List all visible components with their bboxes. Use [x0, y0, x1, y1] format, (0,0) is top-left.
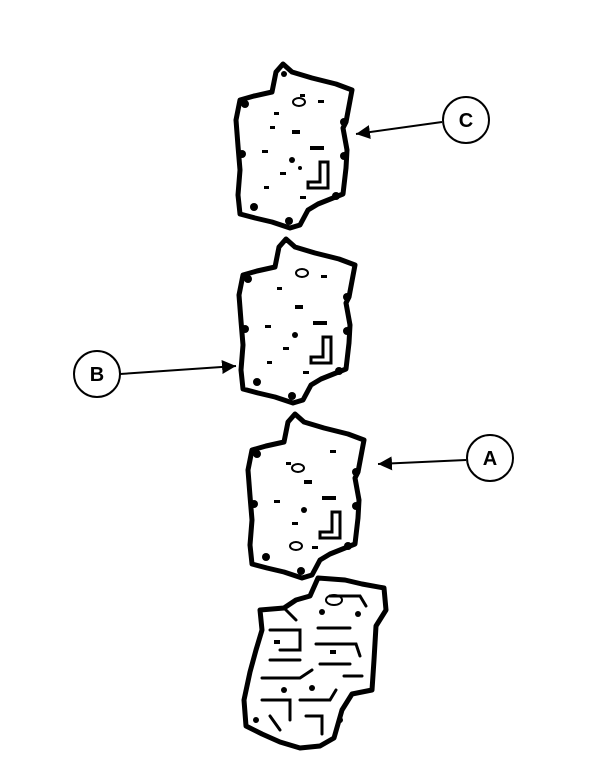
callout-label-a: A [483, 448, 497, 470]
callout-label-b: B [90, 364, 104, 386]
plate-c [236, 64, 352, 228]
valve-body [241, 575, 389, 751]
callout-label-c: C [459, 110, 473, 132]
plate-b [239, 239, 355, 403]
callout-c: C [355, 96, 490, 144]
callout-a: A [377, 434, 514, 482]
plate-a [248, 414, 364, 578]
callout-b: B [73, 350, 237, 398]
